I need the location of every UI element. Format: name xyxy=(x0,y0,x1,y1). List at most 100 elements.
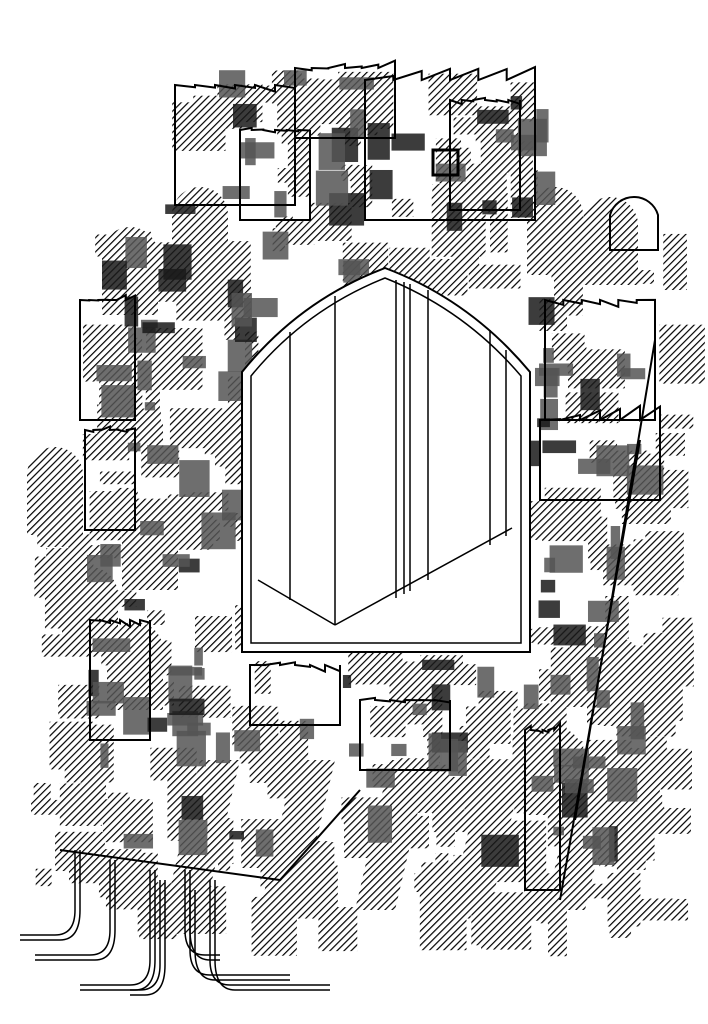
hatched-block xyxy=(659,324,705,384)
hatched-comb xyxy=(545,760,620,910)
building-outline xyxy=(294,59,396,139)
gray-block xyxy=(86,554,113,583)
hatched-comb xyxy=(355,760,430,910)
hatched-block xyxy=(432,764,450,822)
hatched-block xyxy=(391,198,414,217)
hatched-block xyxy=(663,469,689,509)
hatched-block xyxy=(82,434,130,461)
gray-block xyxy=(255,829,274,857)
dark-block xyxy=(169,698,205,716)
hatched-dome xyxy=(27,447,83,535)
gray-block xyxy=(92,681,124,704)
hatched-block xyxy=(588,516,608,559)
hatched-block xyxy=(542,522,595,542)
dark-block xyxy=(142,322,175,334)
gray-block xyxy=(553,826,565,836)
gray-block xyxy=(610,526,621,559)
gray-block xyxy=(523,684,539,710)
dark-block xyxy=(431,684,451,711)
hatched-block xyxy=(147,610,165,625)
building-outline xyxy=(239,126,311,221)
gray-block xyxy=(262,231,289,260)
central-arch-frame xyxy=(241,266,531,653)
building-outline xyxy=(84,424,136,531)
gray-block xyxy=(201,512,236,550)
gray-block xyxy=(531,775,554,792)
hatched-block xyxy=(663,233,687,291)
gray-block xyxy=(596,690,610,708)
dark-block xyxy=(181,795,204,820)
gray-block xyxy=(543,348,554,363)
hatched-shadow-layer xyxy=(27,70,705,957)
pipe-leg xyxy=(35,860,111,956)
gray-block xyxy=(239,142,275,159)
gray-block xyxy=(510,134,537,151)
pipe-leg xyxy=(189,890,290,976)
gray-block xyxy=(179,460,210,497)
gray-block xyxy=(594,633,605,648)
dark-block xyxy=(163,244,192,280)
gray-block xyxy=(92,638,131,652)
building-outline xyxy=(539,403,661,501)
gray-block xyxy=(123,833,154,849)
gray-block xyxy=(234,730,261,752)
hatched-block xyxy=(103,339,117,362)
building-outline xyxy=(524,720,561,891)
dark-block xyxy=(481,834,519,867)
gray-block xyxy=(176,730,206,767)
dark-block xyxy=(124,598,145,611)
building-outline xyxy=(249,661,341,726)
gray-block xyxy=(550,674,571,695)
pipe-leg xyxy=(214,880,330,991)
dark-block xyxy=(342,674,352,689)
dark-block xyxy=(422,659,455,671)
dark-block xyxy=(391,133,425,151)
hatched-block xyxy=(637,898,689,921)
gray-block xyxy=(586,656,599,692)
gray-block xyxy=(194,667,205,680)
gray-block xyxy=(182,355,206,369)
hatched-block xyxy=(261,85,278,103)
gray-block xyxy=(86,700,116,716)
building-outline xyxy=(79,293,136,421)
pipe-leg xyxy=(20,850,81,941)
gray-block xyxy=(194,647,203,666)
gray-block xyxy=(587,600,619,622)
hatched-dome xyxy=(527,187,583,275)
gray-block xyxy=(572,756,606,769)
hatched-block xyxy=(627,566,679,581)
hatched-block xyxy=(107,792,130,823)
dark-block xyxy=(529,440,541,467)
pipe-leg xyxy=(35,860,116,961)
diagonal-line xyxy=(559,439,641,901)
building-outline xyxy=(544,298,656,421)
gray-block xyxy=(215,732,230,764)
dark-block xyxy=(542,440,577,454)
gray-block xyxy=(428,733,442,772)
hatched-block xyxy=(254,661,271,694)
dark-block xyxy=(229,830,244,840)
gray-block xyxy=(123,697,151,735)
dark-block xyxy=(101,260,127,290)
gray-block xyxy=(607,768,638,802)
gray-block xyxy=(536,109,549,143)
hatched-dome xyxy=(122,502,178,590)
gray-block xyxy=(245,138,256,166)
gray-block xyxy=(167,712,204,726)
gray-block xyxy=(596,445,630,477)
gray-block xyxy=(318,133,345,170)
dark-block xyxy=(580,378,600,411)
pipe-leg xyxy=(209,880,330,986)
pipe-leg xyxy=(130,880,161,991)
dark-block xyxy=(477,109,509,124)
gray-block xyxy=(534,367,560,387)
hatched-block xyxy=(644,803,665,827)
gray-block xyxy=(162,554,190,567)
plan-outline-layer xyxy=(59,59,661,901)
hatched-block xyxy=(37,534,91,547)
gray-block xyxy=(96,365,132,382)
zigzag-line xyxy=(59,789,361,882)
gray-block xyxy=(343,260,361,283)
dark-block xyxy=(537,418,550,428)
dome-outline xyxy=(609,196,659,251)
